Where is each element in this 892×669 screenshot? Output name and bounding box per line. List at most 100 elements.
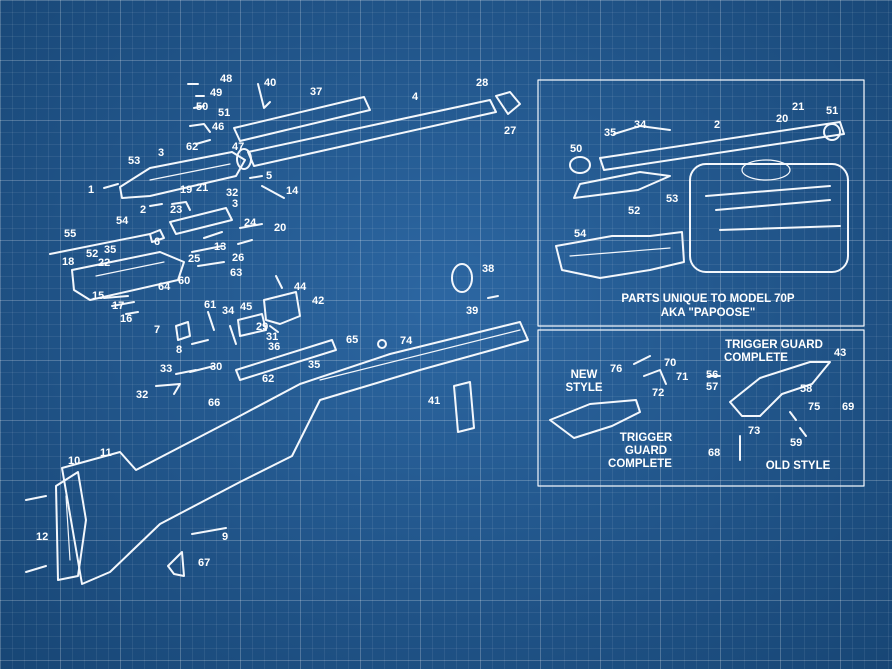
- label-72: 72: [652, 387, 664, 399]
- label-20: 20: [274, 222, 286, 234]
- label-62: 62: [186, 141, 198, 153]
- label-57: 57: [706, 381, 718, 393]
- rail: [235, 339, 337, 381]
- label-14: 14: [286, 185, 299, 197]
- label-64: 64: [158, 281, 171, 293]
- tg-right-caption-2: COMPLETE: [724, 352, 788, 364]
- papoose-stock: [555, 231, 685, 279]
- label-53: 53: [128, 155, 140, 167]
- label-27: 27: [504, 125, 516, 137]
- label-16: 16: [120, 313, 132, 325]
- label-10: 10: [68, 455, 80, 467]
- label-40: 40: [264, 77, 276, 89]
- old-style-caption: OLD STYLE: [766, 460, 831, 472]
- label-30: 30: [210, 361, 222, 373]
- label-1: 1: [88, 184, 94, 196]
- label-42: 42: [312, 295, 324, 307]
- label-68: 68: [708, 447, 720, 459]
- label-39: 39: [466, 305, 478, 317]
- old-style-guard: [729, 361, 831, 417]
- trigger-guard-frame: [537, 329, 865, 487]
- label-35: 35: [104, 244, 116, 256]
- label-6: 6: [154, 236, 160, 248]
- carry-case: [689, 163, 849, 273]
- label-3: 3: [158, 147, 164, 159]
- trigger-assembly: [263, 291, 301, 325]
- butt-plate: [55, 471, 87, 581]
- label-inset-2: 2: [714, 119, 720, 131]
- label-22: 22: [98, 257, 110, 269]
- papoose-frame: [537, 79, 865, 327]
- label-65: 65: [346, 334, 358, 346]
- new-style-caption-2: STYLE: [565, 382, 602, 394]
- label-inset-52: 52: [628, 205, 640, 217]
- label-21: 21: [196, 182, 208, 194]
- barrel-shroud: [233, 96, 371, 142]
- label-75: 75: [808, 401, 820, 413]
- label-12: 12: [36, 531, 48, 543]
- label-2: 2: [140, 204, 146, 216]
- label-24: 24: [244, 217, 257, 229]
- label-inset-53: 53: [666, 193, 678, 205]
- main-exploded-view: [25, 83, 529, 585]
- label-58: 58: [800, 383, 812, 395]
- label-32b: 32: [136, 389, 148, 401]
- label-26: 26: [232, 252, 244, 264]
- label-3b: 3: [232, 198, 238, 210]
- label-9: 9: [222, 531, 228, 543]
- label-15: 15: [92, 290, 104, 302]
- label-52: 52: [86, 248, 98, 260]
- label-inset-34: 34: [634, 119, 647, 131]
- label-31: 31: [266, 331, 278, 343]
- part-labels: 48 49 50 51 46 62 47 40 37 4 28 27 3 53 …: [36, 73, 854, 569]
- trigger-guard-inset: [537, 329, 865, 487]
- bolt: [169, 207, 233, 235]
- label-4: 4: [412, 91, 419, 103]
- label-8: 8: [176, 344, 182, 356]
- label-17: 17: [112, 300, 124, 312]
- label-41: 41: [428, 395, 440, 407]
- label-inset-51: 51: [826, 105, 838, 117]
- label-32: 32: [226, 187, 238, 199]
- label-60: 60: [178, 275, 190, 287]
- label-49: 49: [210, 87, 222, 99]
- papoose-caption-line1: PARTS UNIQUE TO MODEL 70P: [621, 293, 794, 305]
- front-sight: [495, 91, 521, 115]
- magazine: [453, 381, 475, 433]
- papoose-inset: [537, 79, 865, 327]
- label-67: 67: [198, 557, 210, 569]
- label-33: 33: [160, 363, 172, 375]
- captions: PARTS UNIQUE TO MODEL 70P AKA "PAPOOSE" …: [565, 293, 830, 472]
- label-36: 36: [268, 341, 280, 353]
- label-inset-50: 50: [570, 143, 582, 155]
- label-73: 73: [748, 425, 760, 437]
- new-style-guard: [549, 399, 641, 439]
- label-23: 23: [170, 204, 182, 216]
- label-13: 13: [214, 241, 226, 253]
- label-46: 46: [212, 121, 224, 133]
- tg-right-caption-1: TRIGGER GUARD: [725, 339, 823, 351]
- stock: [61, 321, 529, 585]
- label-inset-54: 54: [574, 228, 587, 240]
- label-50: 50: [196, 101, 208, 113]
- label-76: 76: [610, 363, 622, 375]
- label-28: 28: [476, 77, 488, 89]
- label-54: 54: [116, 215, 129, 227]
- label-51: 51: [218, 107, 230, 119]
- label-63: 63: [230, 267, 242, 279]
- label-25: 25: [188, 253, 200, 265]
- guide-rod: [49, 233, 151, 255]
- label-47: 47: [232, 141, 244, 153]
- tg-left-caption-2: GUARD: [625, 445, 667, 457]
- tg-left-caption-1: TRIGGER: [620, 432, 673, 444]
- new-style-caption-1: NEW: [571, 369, 598, 381]
- label-7: 7: [154, 324, 160, 336]
- label-38: 38: [482, 263, 494, 275]
- label-45: 45: [240, 301, 252, 313]
- label-35b: 35: [308, 359, 320, 371]
- label-29: 29: [256, 321, 268, 333]
- label-inset-35: 35: [604, 127, 616, 139]
- label-48: 48: [220, 73, 232, 85]
